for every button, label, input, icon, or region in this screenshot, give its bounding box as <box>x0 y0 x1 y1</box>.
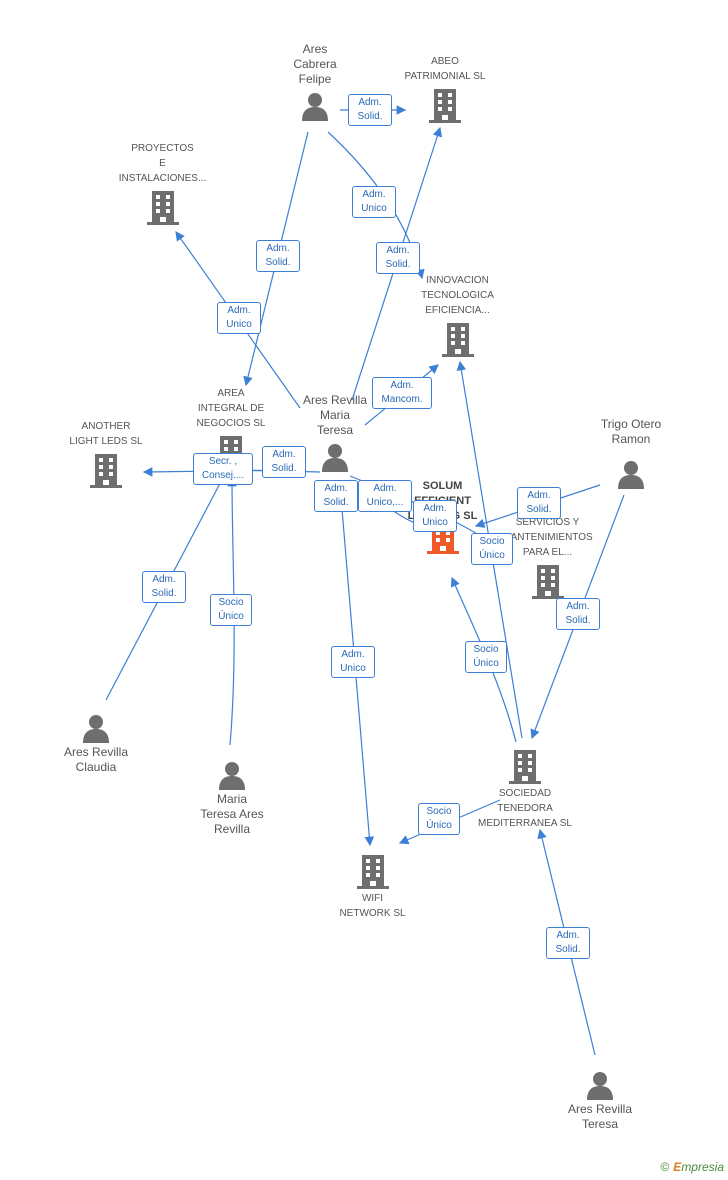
relation-badge[interactable]: Adm. Solid. <box>262 446 306 478</box>
node-label: SOCIEDAD TENEDORA MEDITERRANEA SL <box>478 788 572 829</box>
person-icon <box>587 1072 613 1100</box>
relation-badge[interactable]: Adm. Solid. <box>348 94 392 126</box>
relation-badge[interactable]: Adm. Unico <box>352 186 396 218</box>
relation-badge[interactable]: Adm. Solid. <box>376 242 420 274</box>
node-sociedad-tenedora[interactable]: SOCIEDAD TENEDORA MEDITERRANEA SL <box>470 748 580 831</box>
relation-badge[interactable]: Adm. Solid. <box>256 240 300 272</box>
relation-badge[interactable]: Adm. Unico <box>331 646 375 678</box>
node-wifi-network[interactable]: WIFI NETWORK SL <box>325 853 420 921</box>
relation-badge[interactable]: Socio Único <box>418 803 460 835</box>
building-icon <box>146 191 179 225</box>
relation-badge[interactable]: Adm. Solid. <box>546 927 590 959</box>
relation-badge[interactable]: Adm. Unico,... <box>358 480 412 512</box>
person-icon <box>219 762 245 790</box>
node-innovacion[interactable]: INNOVACION TECNOLOGICA EFICIENCIA... <box>405 273 510 357</box>
brand-logo-letter: E <box>673 1160 682 1174</box>
brand-name: mpresia <box>681 1160 724 1174</box>
node-label: Ares Revilla Claudia <box>63 745 129 774</box>
node-label: WIFI NETWORK SL <box>339 893 406 919</box>
building-icon <box>531 565 564 599</box>
relation-badge[interactable]: Socio Único <box>210 594 252 626</box>
relation-badge[interactable]: Adm. Unico <box>217 302 261 334</box>
node-ares-cabrera-felipe[interactable]: Ares Cabrera Felipe <box>270 42 360 121</box>
relation-badge[interactable]: Adm. Solid. <box>556 598 600 630</box>
relation-badge[interactable]: Adm. Solid. <box>314 480 358 512</box>
relation-badge[interactable]: Socio Único <box>465 641 507 673</box>
person-icon <box>618 461 644 489</box>
brand-footer[interactable]: ©Empresia <box>660 1160 724 1174</box>
node-ares-revilla-claudia[interactable]: Ares Revilla Claudia <box>50 713 142 775</box>
node-trigo-otero[interactable]: Trigo Otero Ramon <box>586 417 676 489</box>
node-label: INNOVACION TECNOLOGICA EFICIENCIA... <box>421 275 494 316</box>
copyright-symbol: © <box>660 1160 670 1174</box>
node-label: Maria Teresa Ares Revilla <box>200 792 264 836</box>
node-label: PROYECTOS E INSTALACIONES... <box>118 143 207 184</box>
person-icon <box>83 715 109 743</box>
node-label: Ares Revilla Maria Teresa <box>302 393 368 437</box>
node-proyectos[interactable]: PROYECTOS E INSTALACIONES... <box>105 141 220 225</box>
node-label: Ares Cabrera Felipe <box>293 42 337 86</box>
building-icon <box>429 89 461 123</box>
node-maria-teresa-ares[interactable]: Maria Teresa Ares Revilla <box>186 760 278 837</box>
node-label: ANOTHER LIGHT LEDS SL <box>69 421 143 447</box>
relation-badge[interactable]: Adm. Unico <box>413 500 457 532</box>
building-icon <box>356 855 389 889</box>
node-label: SERVICIOS Y MANTENIMIENTOS PARA EL... <box>502 517 593 558</box>
node-label: AREA INTEGRAL DE NEGOCIOS SL <box>196 388 266 429</box>
node-servicios[interactable]: SERVICIOS Y MANTENIMIENTOS PARA EL... <box>495 515 600 599</box>
building-icon <box>509 750 541 784</box>
node-label: Trigo Otero Ramon <box>600 417 662 446</box>
node-abeo-patrimonial[interactable]: ABEO PATRIMONIAL SL <box>395 54 495 123</box>
building-icon <box>90 454 122 488</box>
node-label: Ares Revilla Teresa <box>567 1102 633 1131</box>
relation-badge[interactable]: Secr. , Consej.... <box>193 453 253 485</box>
node-ares-revilla-maria-teresa[interactable]: Ares Revilla Maria Teresa <box>290 393 380 472</box>
node-another-light[interactable]: ANOTHER LIGHT LEDS SL <box>58 419 154 488</box>
relation-badge[interactable]: Adm. Mancom. <box>372 377 432 409</box>
person-icon <box>322 444 348 472</box>
node-ares-revilla-teresa[interactable]: Ares Revilla Teresa <box>554 1070 646 1132</box>
person-icon <box>302 93 328 121</box>
relation-badge[interactable]: Adm. Solid. <box>517 487 561 519</box>
relation-badge[interactable]: Adm. Solid. <box>142 571 186 603</box>
building-icon <box>441 323 474 357</box>
relation-badge[interactable]: Socio Único <box>471 533 513 565</box>
node-label: ABEO PATRIMONIAL SL <box>404 56 486 82</box>
